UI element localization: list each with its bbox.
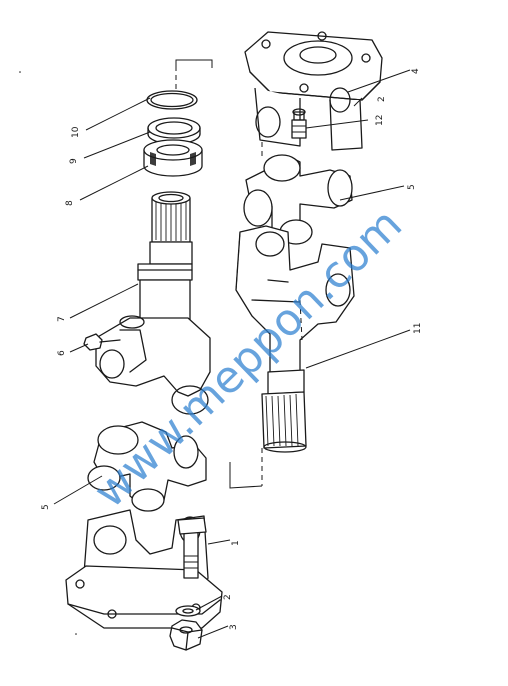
right-bracket-line [229, 462, 263, 489]
callout-labels: 10 9 8 7 6 5 1 2 3 4 2 12 5 11 [41, 68, 423, 630]
callout-10: 10 [71, 126, 81, 138]
stud-bolt [177, 517, 207, 579]
clamp-yoke [95, 315, 211, 415]
splined-shaft [137, 191, 193, 321]
callout-9: 9 [69, 158, 79, 164]
hex-nut [169, 619, 203, 651]
grease-fitting [291, 108, 307, 139]
callout-8: 8 [65, 200, 75, 206]
callout-6: 6 [57, 350, 67, 356]
o-ring [146, 90, 198, 110]
callout-12: 12 [375, 115, 385, 126]
left-bracket-line [175, 59, 213, 68]
callout-2-upper: 2 [377, 96, 387, 102]
lower-slip-yoke [235, 225, 355, 453]
specks [19, 71, 21, 73]
callout-4: 4 [411, 68, 421, 74]
callout-5-lower: 5 [41, 504, 51, 510]
callout-2-lower: 2 [223, 594, 233, 600]
lock-washer [175, 605, 201, 617]
leader-lines [53, 69, 411, 639]
clamp-bolt [83, 333, 121, 351]
callout-7: 7 [57, 316, 67, 322]
callout-11: 11 [413, 323, 423, 334]
upper-flange-yoke [244, 31, 383, 160]
bearing [143, 139, 203, 177]
callout-3: 3 [229, 624, 239, 630]
lower-cross-spider [87, 421, 207, 512]
callout-5-upper: 5 [407, 184, 417, 190]
callout-1: 1 [231, 540, 241, 546]
